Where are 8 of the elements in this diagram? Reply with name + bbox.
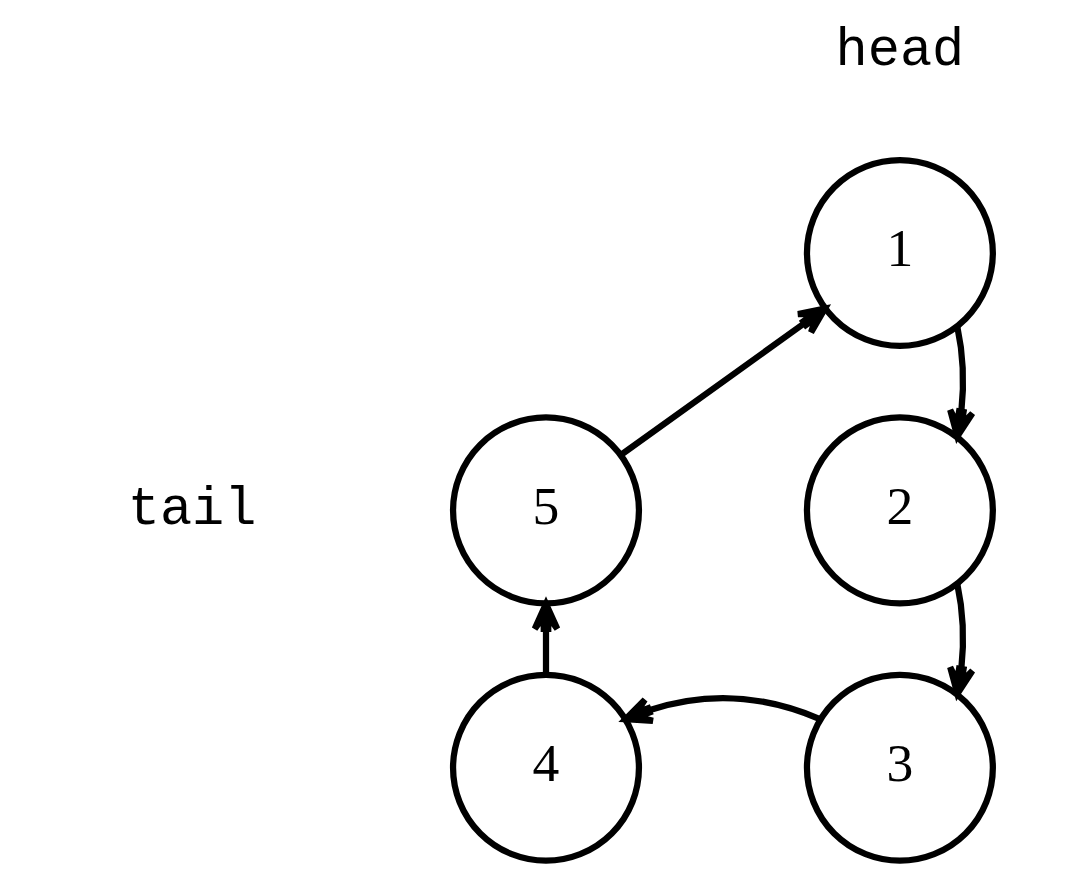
label: tail [127,478,257,540]
node-circle: 3 [803,671,996,864]
arrow [619,305,828,458]
node-circle: 2 [803,414,996,607]
label: head [835,20,965,82]
node-circle: 5 [449,414,643,607]
node-circle: 1 [803,156,996,350]
node-circle: 4 [449,671,643,864]
